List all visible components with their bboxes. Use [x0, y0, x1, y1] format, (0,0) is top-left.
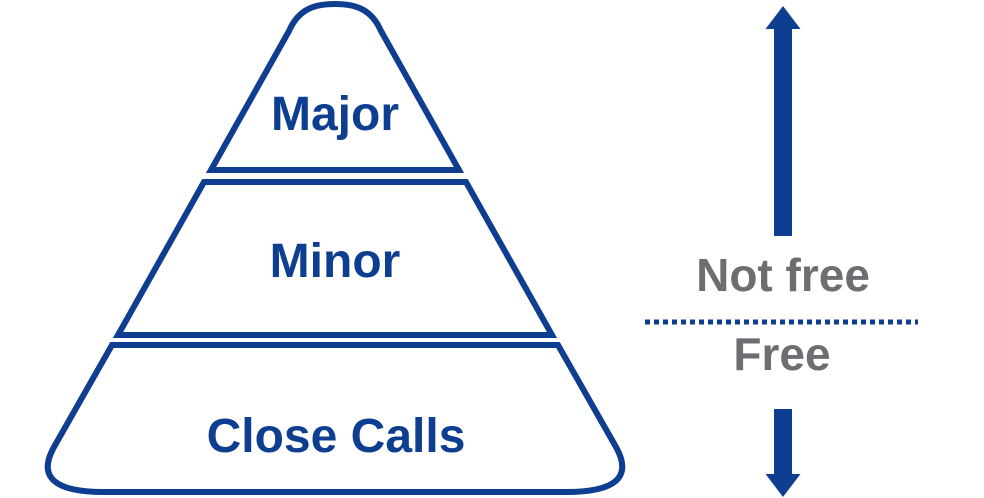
pyramid-level-minor-shape	[112, 179, 558, 338]
down-arrow-icon	[765, 409, 801, 497]
up-arrow-icon	[765, 6, 801, 236]
free-label: Free	[733, 328, 830, 380]
pyramid-level-close-calls-label: Close Calls	[207, 410, 466, 463]
pyramid-level-close-calls-shape	[44, 342, 626, 495]
pyramid-level-major-label: Major	[271, 88, 399, 141]
pyramid-level-minor-label: Minor	[270, 235, 401, 288]
pyramid-level-major-shape	[205, 0, 465, 173]
not-free-label: Not free	[696, 249, 870, 301]
